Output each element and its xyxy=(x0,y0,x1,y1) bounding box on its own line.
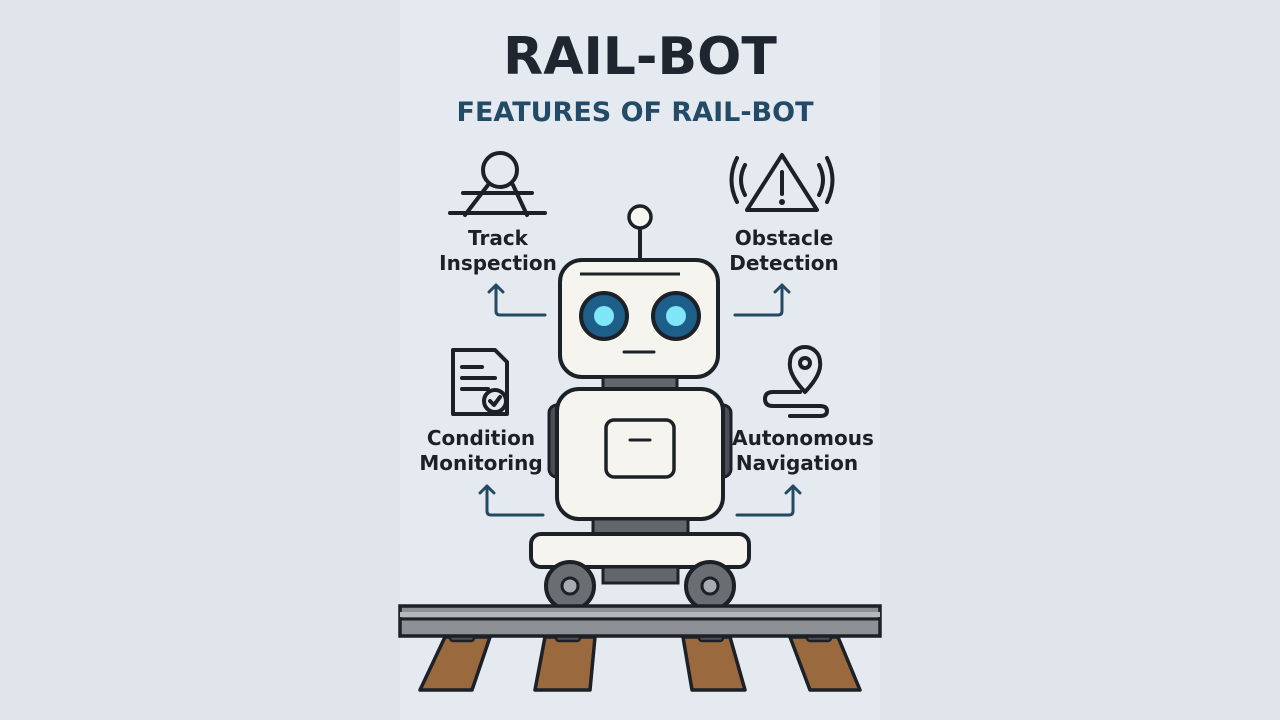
robot-illustration xyxy=(529,204,751,612)
feature-autonomous-navigation-line2: Navigation xyxy=(736,451,858,475)
title: RAIL-BOT xyxy=(503,27,777,87)
feature-obstacle-detection-line2: Detection xyxy=(729,251,839,275)
rail xyxy=(398,604,882,638)
feature-condition-monitoring-line2: Monitoring xyxy=(419,451,542,475)
arrow-up-left-icon xyxy=(487,283,547,317)
subtitle: FEATURES OF RAIL-BOT xyxy=(457,97,815,128)
feature-track-inspection-line1: Track xyxy=(468,226,529,250)
feature-obstacle-detection-line1: Obstacle xyxy=(735,226,834,250)
arrow-up-left-icon-2 xyxy=(478,484,545,517)
railway-track-illustration xyxy=(398,604,882,692)
document-check-icon xyxy=(451,348,509,416)
feature-condition-monitoring-line1: Condition xyxy=(427,426,535,450)
robot-chest-panel xyxy=(604,418,676,479)
robot-antenna-ball xyxy=(627,204,653,230)
warning-triangle-icon xyxy=(729,153,835,212)
location-pin-route-icon xyxy=(763,345,829,418)
magnifier-on-track-icon xyxy=(448,151,547,217)
feature-autonomous-navigation-line1: Autonomous xyxy=(732,426,874,450)
arrow-up-right-icon xyxy=(733,283,791,317)
feature-track-inspection-line2: Inspection xyxy=(439,251,557,275)
arrow-up-right-icon-2 xyxy=(735,484,802,517)
